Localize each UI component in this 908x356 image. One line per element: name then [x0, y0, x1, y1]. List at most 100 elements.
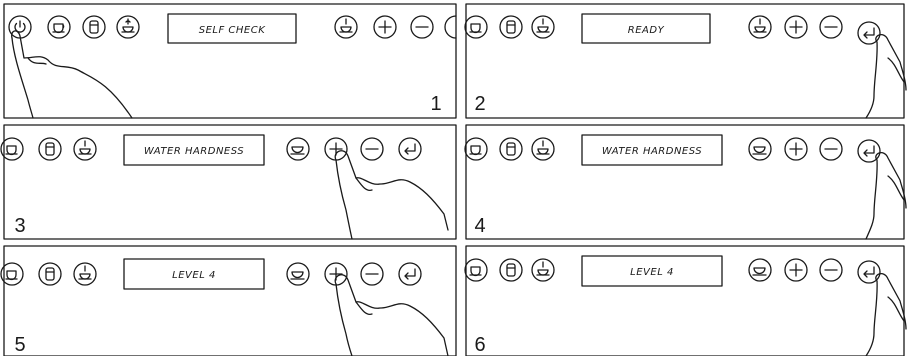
pointing-hand-icon — [12, 31, 132, 118]
steam-icon — [340, 19, 352, 32]
step-number: 1 — [430, 93, 441, 115]
enter-button[interactable] — [399, 263, 421, 285]
plus-button[interactable] — [325, 263, 347, 285]
panel-frame — [466, 125, 904, 239]
enter-icon — [864, 146, 874, 156]
cup-button-right[interactable] — [287, 263, 309, 285]
pointing-hand-icon — [866, 35, 906, 118]
cup-button-right[interactable] — [749, 138, 771, 160]
plus-button[interactable] — [785, 16, 807, 38]
panel-frame — [4, 125, 456, 239]
steam-button[interactable] — [532, 16, 554, 38]
steam-button[interactable] — [117, 16, 139, 38]
cup-icon — [53, 24, 64, 33]
panel-step-4 — [465, 125, 906, 239]
cup-button[interactable] — [48, 16, 70, 38]
enter-icon — [864, 267, 874, 277]
mug-icon — [507, 264, 515, 276]
plus-icon — [790, 264, 802, 276]
minus-button[interactable] — [820, 259, 842, 281]
mug-icon — [46, 143, 54, 155]
steam-icon — [79, 266, 91, 279]
panel-step-6 — [465, 246, 906, 356]
steam-icon — [754, 19, 766, 32]
mug-icon — [90, 21, 98, 33]
panel-frame — [4, 246, 456, 356]
panel-frame — [466, 4, 904, 118]
mug-button[interactable] — [39, 138, 61, 160]
cup-icon — [6, 146, 17, 155]
panel-frame — [4, 4, 456, 118]
pointing-hand-icon — [335, 275, 448, 356]
plus-button[interactable] — [785, 259, 807, 281]
cup-icon — [753, 268, 766, 275]
lcd-text: WATER HARDNESS — [144, 146, 244, 157]
lcd-text: WATER HARDNESS — [602, 146, 702, 157]
panel-step-5 — [1, 246, 456, 356]
minus-button[interactable] — [361, 263, 383, 285]
mug-icon — [46, 268, 54, 280]
enter-button[interactable] — [399, 138, 421, 160]
enter-icon — [864, 28, 874, 38]
pointing-hand-icon — [866, 153, 906, 239]
mug-button[interactable] — [500, 16, 522, 38]
steam-button[interactable] — [74, 138, 96, 160]
cup-icon — [470, 146, 481, 155]
pointing-hand-icon — [335, 151, 448, 239]
cup-button-right[interactable] — [335, 16, 357, 38]
pointing-hand-icon — [866, 274, 906, 356]
panel-step-2 — [465, 4, 906, 118]
step-number: 3 — [14, 215, 25, 237]
cup-button[interactable] — [465, 138, 487, 160]
enter-button-partial[interactable] — [445, 16, 456, 38]
minus-button[interactable] — [820, 16, 842, 38]
mug-icon — [507, 21, 515, 33]
cup-icon — [6, 271, 17, 280]
plus-icon — [790, 143, 802, 155]
cup-icon — [753, 147, 766, 154]
plus-icon — [379, 21, 391, 33]
cup-icon — [470, 267, 481, 276]
step-number: 2 — [474, 93, 485, 115]
mug-button[interactable] — [83, 16, 105, 38]
steam-icon — [537, 141, 549, 154]
mug-button[interactable] — [500, 138, 522, 160]
panel-step-1 — [4, 4, 456, 118]
minus-button[interactable] — [361, 138, 383, 160]
plus-button[interactable] — [374, 16, 396, 38]
mug-icon — [507, 143, 515, 155]
cup-button-right[interactable] — [287, 138, 309, 160]
steam-icon — [537, 262, 549, 275]
steam-icon — [537, 19, 549, 32]
cup-button[interactable] — [465, 259, 487, 281]
lcd-text: SELF CHECK — [199, 25, 266, 36]
steam-icon — [79, 141, 91, 154]
minus-button[interactable] — [411, 16, 433, 38]
cup-icon — [470, 24, 481, 33]
steam-button[interactable] — [532, 259, 554, 281]
steam-button[interactable] — [532, 138, 554, 160]
lcd-text: LEVEL 4 — [172, 270, 216, 281]
mug-button[interactable] — [500, 259, 522, 281]
step-number: 6 — [474, 334, 485, 356]
plus-button[interactable] — [785, 138, 807, 160]
panel-step-3 — [1, 125, 456, 239]
cup-icon — [291, 147, 304, 154]
steam-icon — [122, 19, 134, 32]
plus-button[interactable] — [325, 138, 347, 160]
lcd-text: READY — [628, 25, 665, 36]
enter-icon — [405, 144, 415, 154]
minus-button[interactable] — [820, 138, 842, 160]
steam-button[interactable] — [74, 263, 96, 285]
cup-button[interactable] — [465, 16, 487, 38]
lcd-text: LEVEL 4 — [630, 267, 674, 278]
cup-icon — [291, 272, 304, 279]
mug-button[interactable] — [39, 263, 61, 285]
cup-button-right[interactable] — [749, 259, 771, 281]
enter-icon — [405, 269, 415, 279]
plus-icon — [790, 21, 802, 33]
step-number: 5 — [14, 334, 25, 356]
step-number: 4 — [474, 215, 485, 237]
cup-button-right[interactable] — [749, 16, 771, 38]
